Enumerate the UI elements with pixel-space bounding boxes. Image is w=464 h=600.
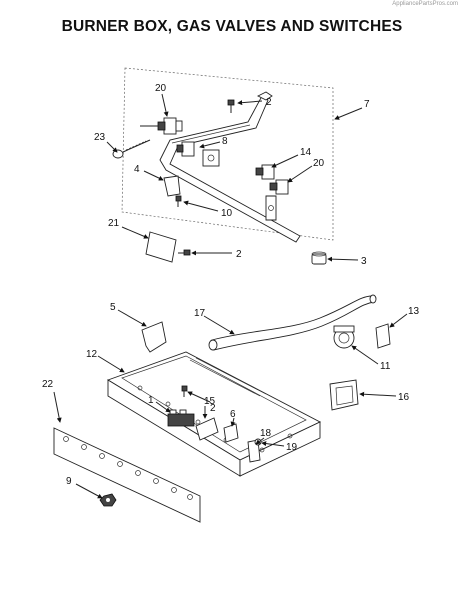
bracket-5 bbox=[141, 321, 167, 353]
junction-box-16 bbox=[329, 379, 359, 411]
callout-14: 14 bbox=[300, 147, 312, 158]
callout-2-top: 2 bbox=[266, 97, 272, 108]
callout-12: 12 bbox=[86, 349, 98, 360]
callout-16: 16 bbox=[398, 392, 410, 403]
callout-21: 21 bbox=[108, 218, 120, 229]
callout-3: 3 bbox=[361, 256, 367, 267]
screw-2-mid bbox=[178, 249, 191, 256]
callout-19: 19 bbox=[286, 442, 298, 453]
callout-15: 15 bbox=[204, 396, 216, 407]
gas-valve-14 bbox=[255, 164, 275, 180]
screw-10 bbox=[175, 195, 182, 207]
callout-13: 13 bbox=[408, 306, 420, 317]
callout-2-lower: 2 bbox=[210, 403, 216, 414]
nut-9 bbox=[99, 493, 117, 507]
bracket-18 bbox=[247, 439, 261, 463]
gas-valve-20-left bbox=[140, 117, 183, 135]
callout-10: 10 bbox=[221, 208, 233, 219]
callout-9: 9 bbox=[66, 476, 72, 487]
callout-4: 4 bbox=[134, 164, 140, 175]
callout-1: 1 bbox=[148, 395, 154, 406]
callout-7: 7 bbox=[364, 99, 370, 110]
callout-5: 5 bbox=[110, 302, 116, 313]
gas-supply-tube-17 bbox=[208, 294, 377, 351]
bracket-13 bbox=[375, 323, 391, 349]
callout-22: 22 bbox=[42, 379, 54, 390]
leader-lines bbox=[53, 93, 408, 499]
gas-valve-20-right bbox=[265, 179, 289, 221]
diagram-title: BURNER BOX, GAS VALVES AND SWITCHES bbox=[61, 18, 403, 35]
cap-3 bbox=[311, 251, 327, 265]
watermark: AppliancePartsPros.com bbox=[392, 1, 458, 7]
front-panel-22 bbox=[53, 427, 201, 523]
bracket-4 bbox=[163, 175, 181, 197]
switch-block-1 bbox=[167, 409, 195, 427]
component-15 bbox=[195, 417, 219, 441]
burner-box-tray-12 bbox=[106, 351, 322, 477]
callout-8: 8 bbox=[222, 136, 228, 147]
callout-17: 17 bbox=[194, 308, 206, 319]
valve-assembly-frame bbox=[121, 67, 334, 241]
valve-stem-23 bbox=[112, 139, 151, 159]
manifold-pipe bbox=[159, 91, 301, 243]
gas-valve-8 bbox=[176, 141, 220, 167]
callout-18: 18 bbox=[260, 428, 272, 439]
callout-6: 6 bbox=[230, 409, 236, 420]
callout-20-left: 20 bbox=[155, 83, 167, 94]
screw-2-lower bbox=[181, 385, 188, 397]
callout-11: 11 bbox=[380, 361, 391, 372]
callout-20-right: 20 bbox=[313, 158, 325, 169]
ignition-module-21 bbox=[145, 231, 177, 263]
screw-2-top bbox=[227, 99, 235, 113]
callout-2-mid: 2 bbox=[236, 249, 242, 260]
callout-23: 23 bbox=[94, 132, 106, 143]
pressure-regulator-11 bbox=[333, 325, 355, 349]
